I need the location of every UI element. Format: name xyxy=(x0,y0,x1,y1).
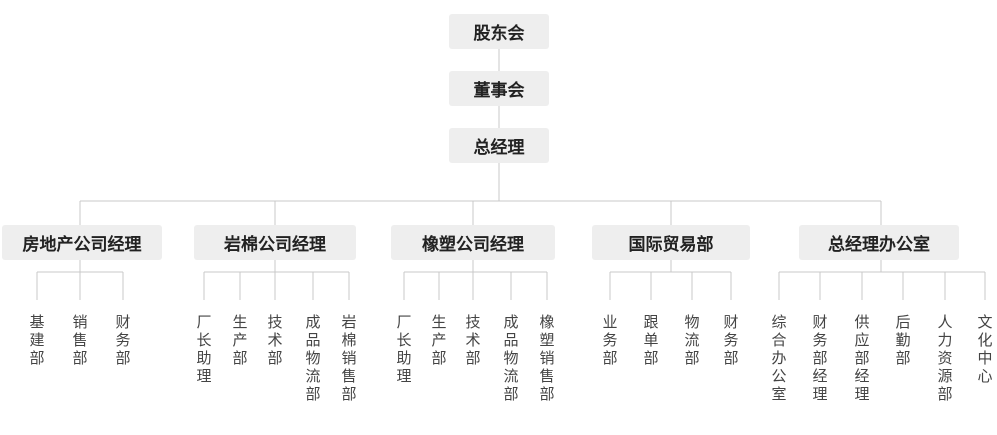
leaf-node: 后勤部 xyxy=(895,313,911,367)
division-rubber-plastic-node: 橡塑公司经理 xyxy=(391,225,555,260)
board-of-directors-node: 董事会 xyxy=(449,71,549,106)
leaf-node: 人力资源部 xyxy=(937,313,953,403)
shareholders-meeting-node: 股东会 xyxy=(449,14,549,49)
leaf-node: 财务部 xyxy=(115,313,131,367)
leaf-node: 生产部 xyxy=(431,313,447,367)
leaf-node: 物流部 xyxy=(684,313,700,367)
division-international-trade-node: 国际贸易部 xyxy=(592,225,750,260)
leaf-node: 岩棉销售部 xyxy=(341,313,357,403)
leaf-node: 技术部 xyxy=(465,313,481,367)
leaf-node: 成品物流部 xyxy=(503,313,519,403)
leaf-node: 成品物流部 xyxy=(305,313,321,403)
leaf-node: 销售部 xyxy=(72,313,88,367)
leaf-node: 业务部 xyxy=(602,313,618,367)
general-manager-node: 总经理 xyxy=(449,128,549,163)
leaf-node: 橡塑销售部 xyxy=(539,313,555,403)
leaf-node: 财务部经理 xyxy=(812,313,828,403)
division-gm-office-node: 总经理办公室 xyxy=(799,225,959,260)
leaf-node: 文化中心 xyxy=(977,313,993,385)
leaf-node: 厂长助理 xyxy=(396,313,412,385)
leaf-node: 基建部 xyxy=(29,313,45,367)
leaf-node: 厂长助理 xyxy=(196,313,212,385)
division-real-estate-node: 房地产公司经理 xyxy=(2,225,162,260)
leaf-node: 技术部 xyxy=(267,313,283,367)
leaf-node: 供应部经理 xyxy=(854,313,870,403)
leaf-node: 财务部 xyxy=(723,313,739,367)
division-rock-wool-node: 岩棉公司经理 xyxy=(194,225,356,260)
leaf-node: 生产部 xyxy=(232,313,248,367)
leaf-node: 跟单部 xyxy=(643,313,659,367)
leaf-node: 综合办公室 xyxy=(771,313,787,403)
